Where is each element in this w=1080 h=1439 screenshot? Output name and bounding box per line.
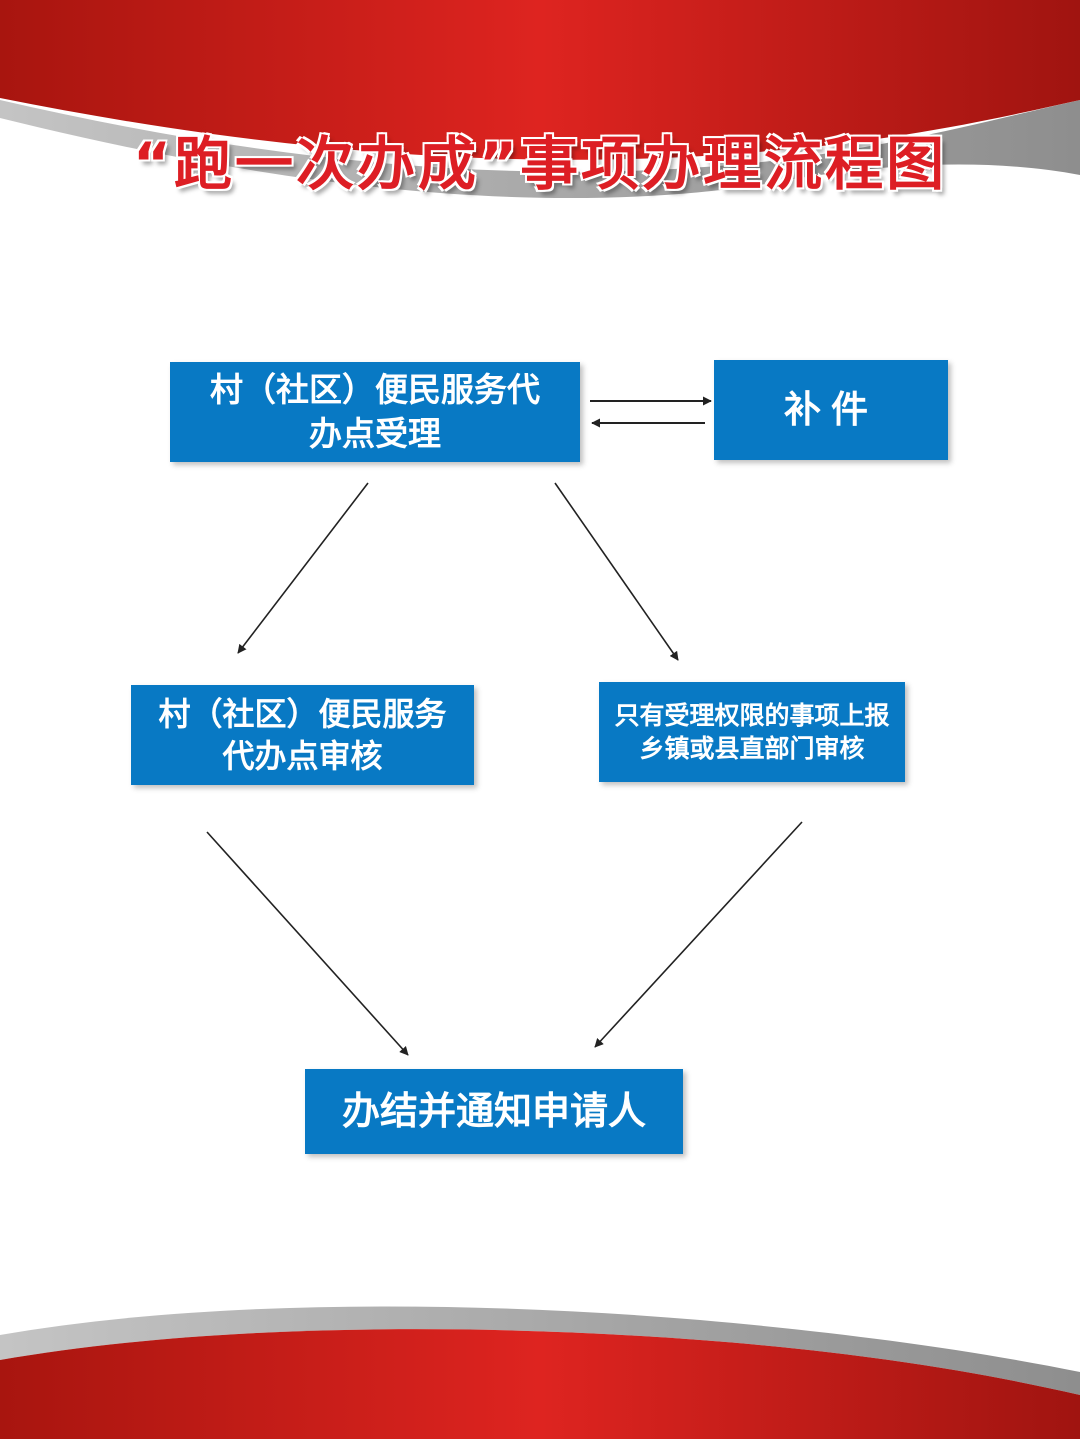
node-label-line: 乡镇或县直部门审核 (639, 734, 865, 763)
node-label-line: 村（社区）便民服务 (158, 694, 447, 733)
top-red-band (0, 0, 1080, 160)
node-supplement: 补件 (714, 360, 948, 460)
arrow-review-to-complete (206, 831, 409, 1056)
arrow-accept-to-review (237, 482, 369, 654)
bottom-grey-band (0, 1306, 1080, 1395)
node-village-accept: 村（社区）便民服务代 办点受理 (170, 362, 580, 462)
arrow-accept-to-report (554, 482, 679, 661)
node-village-review: 村（社区）便民服务 代办点审核 (131, 685, 474, 785)
node-label-line: 代办点审核 (222, 737, 383, 775)
top-grey-band (0, 100, 1080, 199)
node-label: 补件 (784, 387, 878, 431)
bottom-red-band (0, 1329, 1080, 1439)
node-report-upward: 只有受理权限的事项上报 乡镇或县直部门审核 (599, 682, 905, 782)
page-title: “跑一次办成”事项办理流程图 (132, 130, 948, 198)
node-label-line: 只有受理权限的事项上报 (614, 701, 890, 730)
node-label: 办结并通知申请人 (341, 1089, 646, 1134)
node-label-line: 办点受理 (309, 414, 441, 453)
node-complete-notify: 办结并通知申请人 (305, 1069, 683, 1154)
arrow-report-to-complete (594, 821, 803, 1048)
node-label-line: 村（社区）便民服务代 (210, 370, 540, 410)
